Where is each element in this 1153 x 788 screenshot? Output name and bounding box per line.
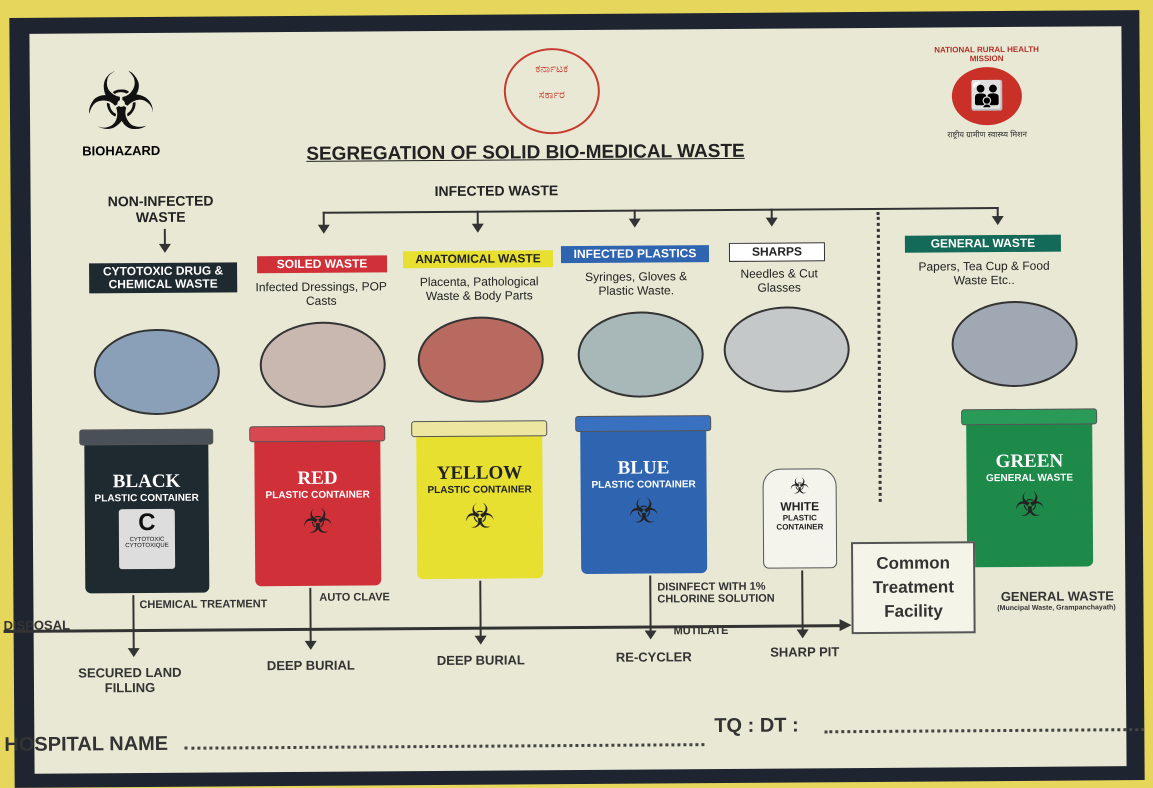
disposal-landfill: SECURED LAND FILLING [78, 664, 182, 696]
hospital-name-blank [184, 743, 705, 750]
blue-bin: BLUE PLASTIC CONTAINER ☣ [575, 415, 712, 574]
bin-name: BLACK [112, 470, 181, 493]
treatment-autoclave: AUTO CLAVE [319, 591, 390, 604]
common-treatment-facility: Common Treatment Facility [850, 541, 976, 635]
branch-line [322, 207, 999, 214]
red-bin: RED PLASTIC CONTAINER ☣ [249, 425, 386, 587]
desc-infected-plastics: Syringes, Gloves & Plastic Waste. [585, 269, 688, 298]
disposal-general: GENERAL WASTE [1000, 588, 1115, 605]
desc-soiled: Infected Dressings, POP Casts [255, 279, 387, 308]
hospital-name-label: HOSPITAL NAME [4, 732, 169, 757]
bin-name: BLUE [617, 457, 670, 479]
cytotoxic-symbol: C CYTOTOXIC CYTOTOXIQUE [118, 508, 176, 570]
label-sharps: SHARPS [728, 242, 826, 262]
pills-image [93, 328, 221, 416]
desc-general: Papers, Tea Cup & Food Waste Etc.. [918, 258, 1050, 288]
arrow [309, 587, 312, 648]
symbol-text: CYTOTOXIC CYTOTOXIQUE [125, 536, 169, 550]
bin-sub: PLASTIC CONTAINER [427, 484, 532, 497]
arrow [132, 595, 135, 656]
arrow [996, 207, 999, 224]
dressings-image [259, 321, 387, 409]
arrow [322, 211, 325, 232]
syringes-image [577, 311, 704, 399]
page-title: SEGREGATION OF SOLID BIO-MEDICAL WASTE [306, 140, 745, 165]
family-icon: 👪 [951, 66, 1023, 126]
bin-name: GREEN [995, 450, 1064, 473]
arrow [163, 228, 166, 251]
biohazard-icon: ☣ [84, 56, 158, 147]
nrhm-text: NATIONAL RURAL HEALTH MISSION [934, 44, 1039, 64]
tq-dt-blank [824, 728, 1145, 734]
yellow-bin: YELLOW PLASTIC CONTAINER ☣ [411, 420, 548, 580]
white-bottle: ☣ WHITE PLASTIC CONTAINER [762, 468, 838, 569]
bin-sub: PLASTIC CONTAINER [776, 513, 824, 532]
biohazard-icon: ☣ [1014, 485, 1046, 524]
needles-image [723, 306, 850, 393]
body-parts-image [417, 316, 545, 404]
treatment-mutilate: MUTILATE [673, 624, 729, 638]
nrhm-logo: NATIONAL RURAL HEALTH MISSION 👪 राष्ट्री… [922, 45, 1053, 141]
label-general: GENERAL WASTE [904, 234, 1061, 253]
arrow [476, 210, 479, 231]
emblem-text: ಕರ್ನಾಟಕ ಸರ್ಕಾರ [535, 63, 569, 102]
treatment-disinfect: DISINFECT WITH 1% CHLORINE SOLUTION [657, 580, 775, 606]
bin-sub: GENERAL WASTE [985, 472, 1074, 485]
tq-dt-label: TQ : DT : [714, 714, 799, 738]
biohazard-icon: ☣ [302, 502, 334, 541]
non-infected-heading: NON-INFECTED WASTE [107, 192, 214, 226]
disposal-deep-burial-2: DEEP BURIAL [436, 652, 525, 668]
desc-anatomical: Placenta, Pathological Waste & Body Part… [419, 274, 539, 304]
bin-name: YELLOW [436, 462, 523, 484]
general-waste-image [951, 300, 1078, 388]
divider [876, 211, 882, 502]
biohazard-label: BIOHAZARD [82, 142, 161, 159]
desc-sharps: Needles & Cut Glasses [740, 266, 818, 295]
infected-heading: INFECTED WASTE [434, 182, 559, 199]
biohazard-icon: ☣ [628, 492, 660, 531]
bin-name: WHITE [780, 499, 820, 514]
bin-sub: PLASTIC CONTAINER [265, 489, 370, 502]
disposal-recycler: RE-CYCLER [615, 649, 692, 665]
label-cytotoxic: CYTOTOXIC DRUG & CHEMICAL WASTE [89, 262, 238, 294]
biohazard-logo: ☣ BIOHAZARD [66, 56, 177, 159]
bin-sub: PLASTIC CONTAINER [94, 492, 199, 505]
treatment-chemical: CHEMICAL TREATMENT [139, 598, 268, 612]
arrow [770, 208, 773, 225]
symbol-letter: C [138, 508, 156, 537]
arrow [633, 209, 636, 226]
nrhm-sub: राष्ट्रीय ग्रामीण स्वास्थ्य मिशन [947, 129, 1028, 140]
poster: ☣ BIOHAZARD ಕರ್ನಾಟಕ ಸರ್ಕಾರ NATIONAL RURA… [4, 26, 1145, 774]
label-anatomical: ANATOMICAL WASTE [402, 250, 554, 269]
disposal-deep-burial-1: DEEP BURIAL [266, 657, 355, 674]
bin-name: RED [297, 467, 338, 489]
black-bin: BLACK PLASTIC CONTAINER C CYTOTOXIC CYTO… [79, 428, 214, 594]
bin-sub: PLASTIC CONTAINER [591, 479, 696, 491]
disposal-sharp-pit: SHARP PIT [770, 644, 840, 660]
label-infected-plastics: INFECTED PLASTICS [560, 245, 710, 264]
disposal-general-sub: (Muncipal Waste, Grampanchayath) [997, 604, 1116, 613]
karnataka-emblem: ಕರ್ನಾಟಕ ಸರ್ಕಾರ [503, 47, 601, 135]
green-bin: GREEN GENERAL WASTE ☣ [961, 408, 1098, 568]
arrow-head [839, 619, 852, 632]
arrow [479, 580, 482, 643]
arrow [649, 575, 652, 638]
label-soiled: SOILED WASTE [256, 255, 388, 274]
biohazard-icon: ☣ [789, 473, 810, 499]
biohazard-icon: ☣ [464, 497, 496, 536]
